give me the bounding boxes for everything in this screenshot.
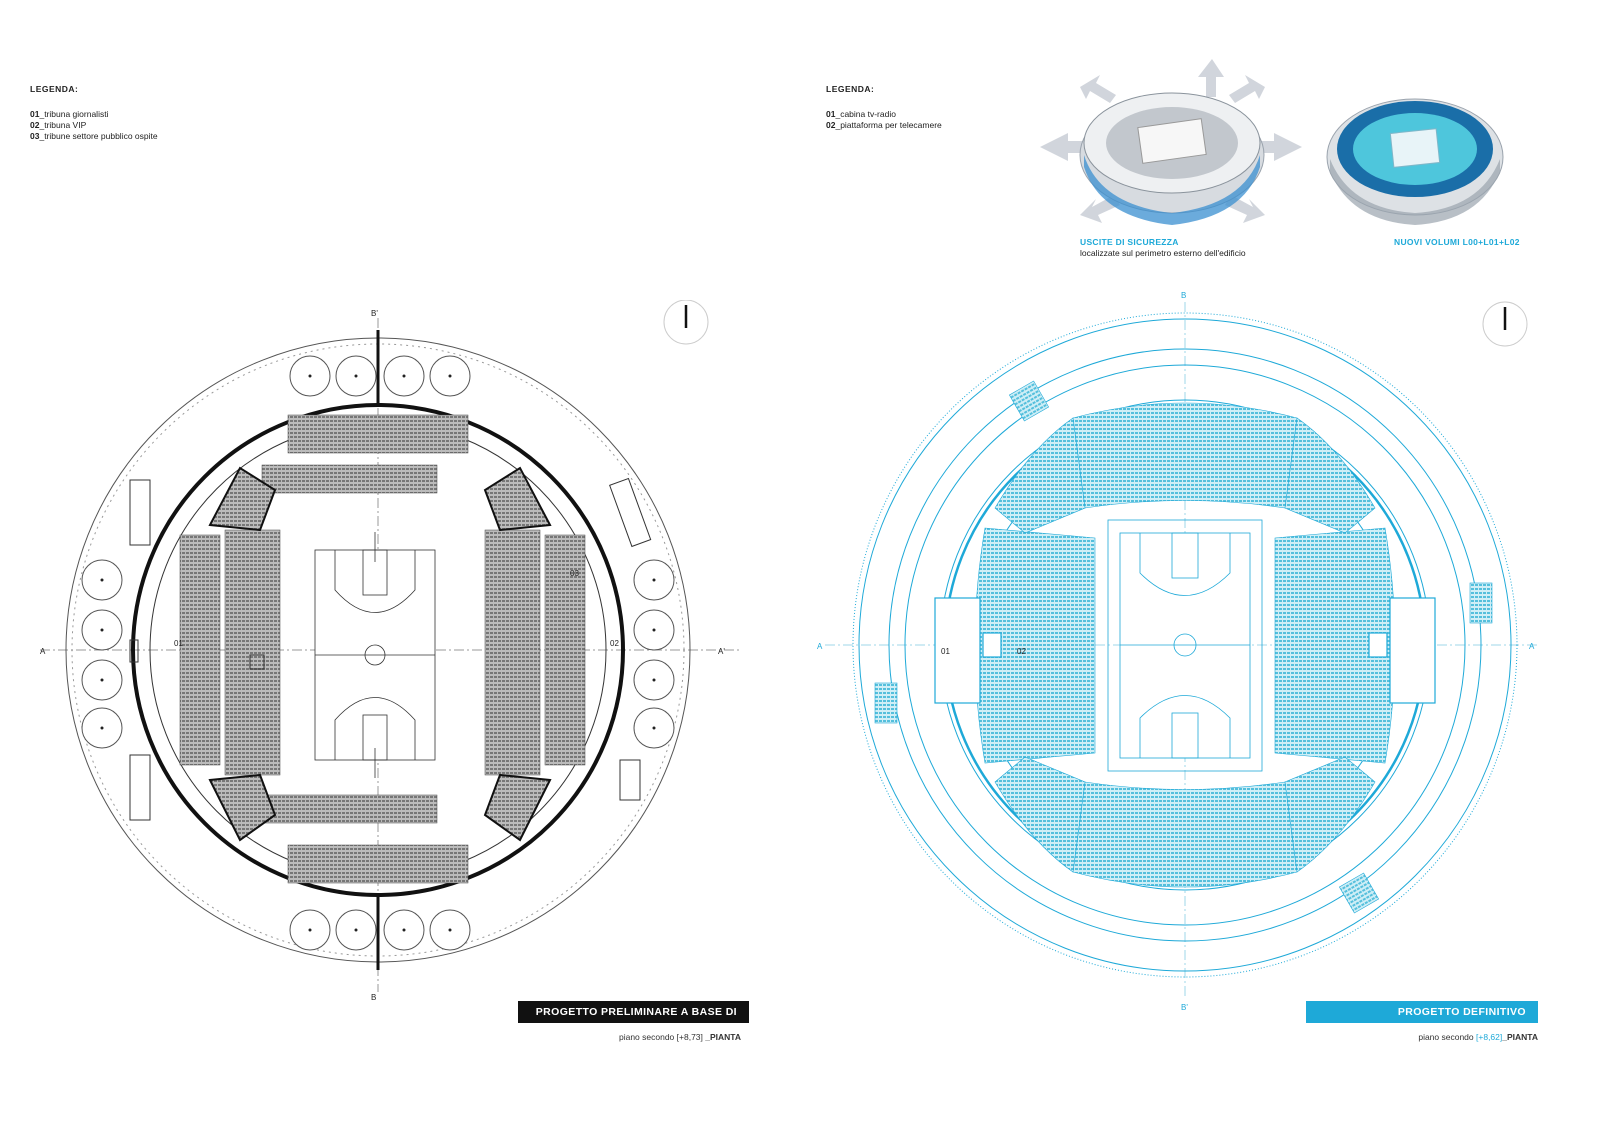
axis-label-b-top: B (1181, 291, 1186, 300)
axis-label-b-bottom: B' (1181, 1003, 1188, 1012)
room-number-02: 02 (1017, 647, 1026, 656)
legend-title: LEGENDA: (30, 84, 79, 94)
north-arrow-icon (663, 300, 709, 345)
room-number-01: 01 (941, 647, 950, 656)
axis-label-a-left: A (40, 647, 46, 656)
north-arrow-icon (1482, 301, 1528, 347)
arrow-icon (1040, 59, 1302, 223)
legend-item: 02_tribuna VIP (30, 120, 87, 130)
axis-label-a-right: A (1529, 642, 1535, 651)
legend-item: 01_cabina tv-radio (826, 109, 896, 119)
room-number-03: 03 (570, 569, 579, 578)
render-safety-exits (1040, 59, 1302, 225)
legend-title: LEGENDA: (826, 84, 875, 94)
left-plan-subtitle: piano secondo [+8,73] _PIANTA (618, 1032, 741, 1042)
legend-item: 03_tribune settore pubblico ospite (30, 131, 158, 141)
render2-caption: NUOVI VOLUMI L00+L01+L02 (1394, 237, 1520, 247)
room-number-01: 01 (174, 639, 183, 648)
axis-label-a-right: A' (718, 647, 725, 656)
render1-caption: USCITE DI SICUREZZA localizzate sul peri… (1080, 237, 1246, 258)
axis-label-a-left: A (817, 642, 823, 651)
left-floor-plan: B' B A A' 01 02 03 (40, 300, 742, 1002)
right-plan-subtitle: piano secondo [+8,62]_PIANTA (1418, 1032, 1538, 1042)
right-legend: LEGENDA: 01_cabina tv-radio 02_piattafor… (826, 84, 942, 131)
legend-item: 01_tribuna giornalisti (30, 109, 109, 119)
axis-label-b-top: B' (371, 309, 378, 318)
right-plan-title: PROGETTO DEFINITIVO (1306, 1001, 1538, 1023)
axis-label-b-bottom: B (371, 993, 376, 1002)
legend-item: 02_piattaforma per telecamere (826, 120, 942, 130)
left-legend: LEGENDA: 01_tribuna giornalisti 02_tribu… (30, 84, 158, 142)
render-new-volumes (1326, 98, 1504, 225)
right-floor-plan: B B' A A 01 02 (817, 291, 1537, 1012)
left-plan-title: PROGETTO PRELIMINARE A BASE DI GARA (518, 1001, 749, 1040)
room-number-02: 02 (610, 639, 619, 648)
